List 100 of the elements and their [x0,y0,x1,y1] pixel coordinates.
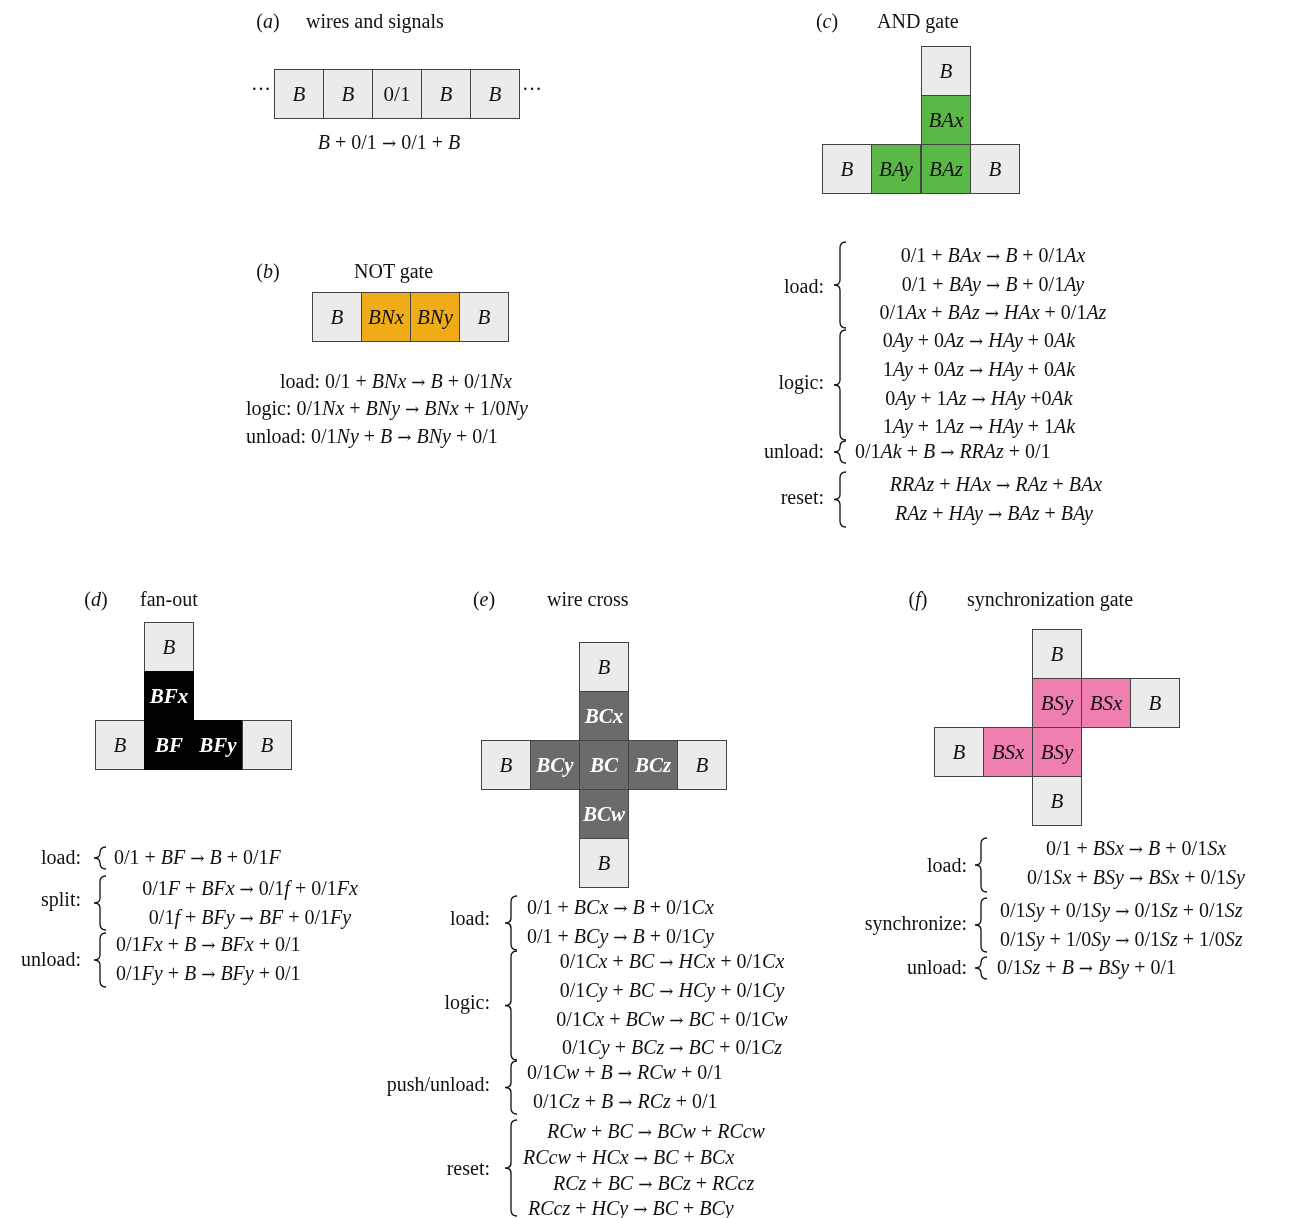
rule-equation: RCz + BC → BCz + RCcz [553,1173,755,1193]
grid-cell: B [970,144,1020,194]
rule-equation: 0/1 + BAy → B + 0/1Ay [901,274,1085,294]
rule-equation: 0Ay + 0Az → HAy + 0Ak [882,330,1076,350]
rule-equation: 0/1Cw + B → RCw + 0/1 [527,1062,723,1082]
panel-letter: (e) [472,589,496,609]
rule-group-label: logic: [444,992,490,1012]
rule-group-label: load: [927,855,967,875]
rule-equation: 1Ay + 1Az → HAy + 1Ak [882,416,1076,436]
rule-group-label: unload: [764,441,824,461]
grid-cell: BSx [1081,678,1131,728]
grid-cell: B [481,740,531,790]
grid-cell: BSx [983,727,1033,777]
rule-equation: RRAz + HAx → RAz + BAx [889,474,1103,494]
grid-cell: BSy [1032,678,1082,728]
grid-cell: B [677,740,727,790]
rule-equation: 0/1 + BSx → B + 0/1Sx [1045,838,1227,858]
rule-equation: 0/1 + BCy → B + 0/1Cy [527,926,714,946]
grid-cell: BNy [410,292,460,342]
rule-equation: B + 0/1 → 0/1 + B [317,132,461,152]
rule-equation: 0/1Cy + BCz → BC + 0/1Cz [561,1037,783,1057]
rule-equation: 0/1Sy + 1/0Sy → 0/1Sz + 1/0Sz [1000,929,1243,949]
panel-title: fan-out [140,589,198,609]
rule-equation: unload: 0/1Ny + B → BNy + 0/1 [246,426,498,446]
grid-cell: B [1032,629,1082,679]
ellipsis: ··· [251,79,271,99]
rule-equation: 1Ay + 0Az → HAy + 0Ak [882,359,1076,379]
grid-cell: BCy [530,740,580,790]
panel-letter: (f) [908,589,928,609]
rule-equation: 0/1Cx + BCw → BC + 0/1Cw [556,1009,788,1029]
grid-cell: BAz [921,144,971,194]
rule-equation: 0/1Cz + B → RCz + 0/1 [533,1091,718,1111]
grid-cell: BCw [579,789,629,839]
rule-equation: 0/1Sy + 0/1Sy → 0/1Sz + 0/1Sz [1000,900,1243,920]
rule-equation: 0/1Cx + BC → HCx + 0/1Cx [559,951,785,971]
grid-cell: B [470,69,520,119]
grid-cell: B [1130,678,1180,728]
panel-title: NOT gate [354,261,434,281]
rule-group-label: synchronize: [864,913,967,933]
ellipsis: ··· [522,79,542,99]
panel-title: AND gate [877,11,959,31]
rule-equation: 0/1Sx + BSy → BSx + 0/1Sy [1027,867,1245,887]
grid-cell: B [822,144,872,194]
rule-equation: 0/1Sz + B → BSy + 0/1 [997,957,1177,977]
grid-cell: B [579,838,629,888]
grid-cell: 0/1 [372,69,422,119]
rule-equation: 0Ay + 1Az → HAy +0Ak [885,388,1073,408]
rule-group-label: reset: [446,1158,490,1178]
grid-cell: B [459,292,509,342]
grid-cell: B [312,292,362,342]
rule-equation: 0/1Ak + B → RRAz + 0/1 [855,441,1051,461]
grid-cell: B [323,69,373,119]
rule-equation: 0/1 + BF → B + 0/1F [114,847,281,867]
grid-cell: B [144,622,194,672]
grid-cell: BCz [628,740,678,790]
grid-cell: B [1032,776,1082,826]
rule-group-label: load: [784,276,824,296]
grid-cell: B [242,720,292,770]
grid-cell: BFy [193,720,243,770]
rule-equation: logic: 0/1Nx + BNy → BNx + 1/0Ny [246,398,528,418]
grid-cell: BC [579,740,629,790]
rule-equation: 0/1F + BFx → 0/1f + 0/1Fx [142,878,358,898]
rule-equation: 0/1f + BFy → BF + 0/1Fy [148,907,352,927]
rule-group-label: reset: [780,487,824,507]
panel-title: wires and signals [306,11,444,31]
rule-equation: 0/1Ax + BAz → HAx + 0/1Az [879,302,1107,322]
grid-cell: B [921,46,971,96]
panel-letter: (d) [84,589,108,609]
grid-cell: BF [144,720,194,770]
rule-equation: load: 0/1 + BNx → B + 0/1Nx [280,371,512,391]
rule-equation: 0/1Cy + BC → HCy + 0/1Cy [559,980,785,1000]
rule-equation: RCcw + HCx → BC + BCx [523,1147,735,1167]
rule-equation: RCw + BC → BCw + RCcw [547,1121,765,1141]
grid-cell: B [934,727,984,777]
rule-equation: 0/1Fx + B → BFx + 0/1 [116,934,301,954]
rule-group-label: push/unload: [386,1074,490,1094]
grid-cell: B [421,69,471,119]
rule-group-label: split: [41,889,81,909]
grid-cell: B [274,69,324,119]
grid-cell: B [95,720,145,770]
grid-cell: BAx [921,95,971,145]
rule-equation: 0/1 + BCx → B + 0/1Cx [527,897,714,917]
rule-group-label: load: [450,908,490,928]
rule-group-label: load: [41,847,81,867]
panel-letter: (c) [815,11,839,31]
rule-group-label: logic: [778,372,824,392]
grid-cell: BAy [871,144,921,194]
rule-equation: 0/1Fy + B → BFy + 0/1 [116,963,301,983]
panel-letter: (a) [256,11,280,31]
rule-equation: 0/1 + BAx → B + 0/1Ax [900,245,1086,265]
grid-cell: BFx [144,671,194,721]
panel-title: synchronization gate [967,589,1134,609]
grid-cell: B [579,642,629,692]
grid-cell: BNx [361,292,411,342]
panel-title: wire cross [547,589,629,609]
rule-group-label: unload: [907,957,967,977]
rule-group-label: unload: [21,949,81,969]
rule-equation: RAz + HAy → BAz + BAy [895,503,1093,523]
grid-cell: BCx [579,691,629,741]
grid-cell: BSy [1032,727,1082,777]
